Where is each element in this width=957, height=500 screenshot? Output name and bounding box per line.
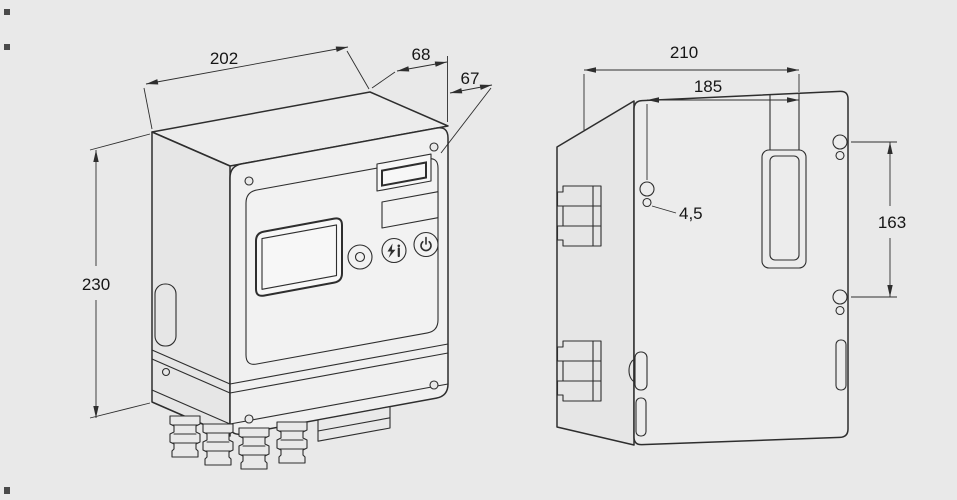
hole-spacing-h-label: 185 <box>694 77 722 96</box>
extension-line <box>89 133 151 151</box>
hole-diameter-leader <box>651 205 677 214</box>
width-label: 202 <box>210 49 238 68</box>
rear-width-dimension <box>583 67 800 130</box>
front-width-dimension <box>143 46 370 130</box>
label-plate <box>381 191 439 229</box>
depth-rear-label: 68 <box>412 45 431 64</box>
extension-line <box>143 87 153 130</box>
side-screw <box>161 367 171 377</box>
side-window-slot <box>154 283 177 347</box>
dimension-line <box>396 61 448 72</box>
cable-gland <box>238 427 270 470</box>
mounting-clip-top <box>556 185 602 247</box>
extension-line <box>371 71 396 89</box>
keyhole-small <box>835 150 845 161</box>
clip-detail-lines <box>562 185 602 247</box>
front-panel-buttons <box>347 231 439 270</box>
depth-front-label: 67 <box>461 69 480 88</box>
hook-slot <box>634 351 648 391</box>
keyhole-large <box>832 134 848 150</box>
status-display-window <box>381 161 427 187</box>
reset-dot-icon <box>354 251 366 263</box>
channel-top-slot <box>769 92 800 151</box>
mounting-clip-bottom <box>556 340 602 402</box>
dimension-lines <box>89 46 897 419</box>
rear-view <box>556 90 849 446</box>
main-display-screen <box>261 224 338 290</box>
flash-info-icon <box>387 243 401 258</box>
mounting-holes <box>639 134 848 316</box>
rear-hole-spacing-h-dimension <box>646 97 799 180</box>
clip-outline <box>556 185 602 247</box>
rear-slots <box>628 339 847 437</box>
extension-line <box>346 50 370 90</box>
gland-ribs <box>204 432 232 452</box>
front-perspective-view <box>151 91 449 470</box>
dimension-line <box>145 46 349 85</box>
gland-ribs <box>278 430 306 450</box>
extension-line <box>89 402 151 419</box>
reset-button <box>347 244 373 270</box>
clip-outline <box>556 340 602 402</box>
keyhole-large <box>832 289 848 305</box>
bottom-flange <box>317 406 391 442</box>
scan-marks <box>4 9 10 494</box>
status-display <box>376 153 432 192</box>
hole-spacing-v-label: 163 <box>878 213 906 232</box>
seam-line <box>229 383 449 425</box>
hook-curve <box>628 358 636 383</box>
rear-hole-spacing-v-dimension <box>851 141 897 298</box>
corner-screw <box>429 380 439 390</box>
cable-gland <box>202 423 234 466</box>
corner-screw <box>244 414 254 424</box>
side-seam-line <box>151 349 231 385</box>
depth-dimensions <box>371 56 493 154</box>
keyhole-small <box>835 305 845 316</box>
keyhole-small <box>642 197 652 208</box>
housing-left-face <box>151 131 231 437</box>
channel-outer <box>761 149 807 269</box>
clip-detail-lines <box>562 340 602 402</box>
channel-inner <box>769 155 800 261</box>
seam-line <box>229 343 449 385</box>
side-seam-line <box>151 389 231 425</box>
scan-mark <box>4 487 10 494</box>
cable-glands <box>169 415 308 470</box>
main-display-frame <box>255 217 343 297</box>
main-display <box>255 217 343 297</box>
cable-channel <box>761 92 807 269</box>
cable-gland <box>276 421 308 464</box>
dimension-line <box>449 84 493 94</box>
cable-gland <box>169 415 201 458</box>
scan-mark <box>4 9 10 15</box>
corner-screw <box>429 142 439 152</box>
vent-slot <box>835 339 847 391</box>
side-face-details <box>151 283 231 425</box>
height-label: 230 <box>82 275 110 294</box>
dimension-labels: 202 68 67 230 210 185 4,5 163 <box>82 43 906 294</box>
gland-ribs <box>240 436 268 456</box>
scan-mark <box>4 44 10 50</box>
rear-back-face <box>633 90 849 446</box>
front-seam-lines <box>229 343 449 425</box>
gland-ribs <box>171 424 199 444</box>
vent-slot <box>635 397 647 437</box>
corner-screw <box>244 176 254 186</box>
rear-width-label: 210 <box>670 43 698 62</box>
extension-line <box>440 87 492 154</box>
flange-line <box>317 417 391 432</box>
side-seam-line <box>151 358 231 394</box>
power-icon <box>420 236 432 252</box>
seam-line <box>229 352 449 394</box>
front-height-dimension <box>89 133 151 419</box>
keyhole-large <box>639 181 655 197</box>
hole-diameter-label: 4,5 <box>679 204 703 223</box>
front-corner-screws <box>244 142 439 424</box>
